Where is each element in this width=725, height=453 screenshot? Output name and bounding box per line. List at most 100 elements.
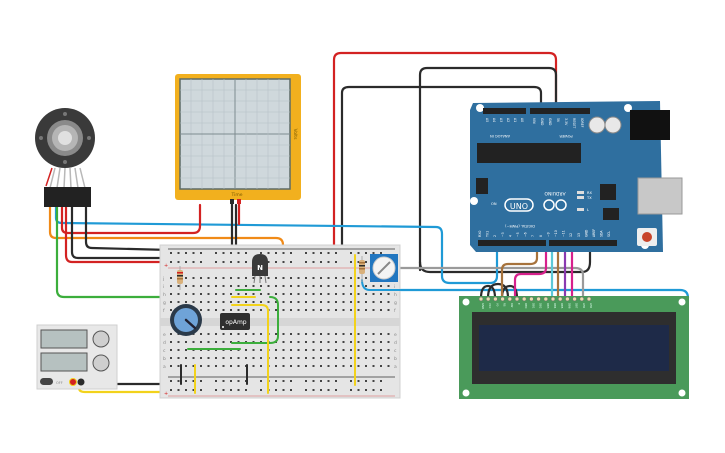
breadboard-hole[interactable] [380, 389, 382, 391]
wire-black-lcd-a[interactable] [479, 284, 497, 300]
breadboard-hole[interactable] [290, 252, 292, 254]
breadboard-hole[interactable] [357, 389, 360, 391]
breadboard-hole[interactable] [267, 261, 270, 263]
breadboard-hole[interactable] [282, 301, 285, 303]
breadboard-hole[interactable] [245, 333, 247, 335]
breadboard-hole[interactable] [327, 285, 330, 287]
npn-transistor[interactable]: N [252, 254, 268, 284]
breadboard-hole[interactable] [170, 380, 172, 382]
breadboard-hole[interactable] [342, 333, 345, 335]
breadboard-hole[interactable] [290, 277, 292, 279]
breadboard-hole[interactable] [387, 357, 390, 359]
breadboard-hole[interactable] [335, 309, 337, 311]
breadboard-hole[interactable] [335, 380, 337, 382]
breadboard-hole[interactable] [365, 365, 367, 367]
breadboard-hole[interactable] [327, 293, 330, 295]
breadboard-hole[interactable] [342, 277, 345, 279]
breadboard-hole[interactable] [192, 341, 195, 343]
wire-blue-encoder[interactable] [54, 203, 499, 285]
breadboard-hole[interactable] [207, 301, 210, 303]
breadboard-hole[interactable] [335, 341, 337, 343]
breadboard-hole[interactable] [222, 341, 225, 343]
breadboard-hole[interactable] [282, 389, 285, 391]
breadboard-hole[interactable] [185, 285, 187, 287]
breadboard-hole[interactable] [215, 365, 217, 367]
lcd-pin-v0[interactable] [493, 296, 498, 302]
breadboard-hole[interactable] [252, 301, 255, 303]
breadboard-hole[interactable] [305, 293, 307, 295]
breadboard-hole[interactable] [365, 293, 367, 295]
wire-black-encoder-a[interactable] [84, 203, 238, 252]
breadboard-hole[interactable] [170, 357, 172, 359]
wire-black-lcd-b[interactable] [486, 282, 510, 300]
breadboard-hole[interactable] [297, 357, 300, 359]
breadboard-hole[interactable] [350, 285, 352, 287]
probe-black[interactable] [230, 199, 234, 204]
breadboard-hole[interactable] [372, 252, 375, 254]
breadboard-hole[interactable] [237, 285, 240, 287]
wire-gray-pot-lcd[interactable] [396, 266, 585, 298]
breadboard-hole[interactable] [192, 301, 195, 303]
breadboard-hole[interactable] [290, 333, 292, 335]
breadboard-hole[interactable] [297, 341, 300, 343]
resistor-2[interactable] [359, 256, 365, 282]
breadboard-hole[interactable] [342, 349, 345, 351]
breadboard-hole[interactable] [230, 293, 232, 295]
breadboard-hole[interactable] [327, 333, 330, 335]
breadboard-hole[interactable] [185, 380, 187, 382]
breadboard-hole[interactable] [230, 365, 232, 367]
breadboard-hole[interactable] [312, 333, 315, 335]
breadboard-hole[interactable] [170, 309, 172, 311]
breadboard-hole[interactable] [170, 261, 172, 263]
breadboard-hole[interactable] [245, 293, 247, 295]
breadboard-hole[interactable] [275, 357, 277, 359]
breadboard-hole[interactable] [237, 301, 240, 303]
breadboard-hole[interactable] [215, 309, 217, 311]
breadboard-hole[interactable] [320, 277, 322, 279]
breadboard-hole[interactable] [275, 389, 277, 391]
breadboard-hole[interactable] [305, 341, 307, 343]
breadboard-hole[interactable] [275, 380, 277, 382]
breadboard-hole[interactable] [252, 285, 255, 287]
breadboard-hole[interactable] [222, 293, 225, 295]
breadboard-hole[interactable] [260, 365, 262, 367]
breadboard-hole[interactable] [185, 261, 187, 263]
breadboard-hole[interactable] [230, 333, 232, 335]
breadboard-hole[interactable] [380, 293, 382, 295]
breadboard-hole[interactable] [200, 252, 202, 254]
breadboard-hole[interactable] [387, 341, 390, 343]
breadboard-hole[interactable] [327, 380, 330, 382]
breadboard-hole[interactable] [185, 293, 187, 295]
breadboard-hole[interactable] [327, 261, 330, 263]
psu-terminal-negative[interactable] [77, 378, 85, 386]
breadboard-hole[interactable] [312, 309, 315, 311]
breadboard-hole[interactable] [237, 357, 240, 359]
breadboard-hole[interactable] [342, 301, 345, 303]
breadboard-hole[interactable] [297, 277, 300, 279]
breadboard-hole[interactable] [312, 261, 315, 263]
breadboard-hole[interactable] [222, 261, 225, 263]
breadboard-hole[interactable] [387, 293, 390, 295]
breadboard-hole[interactable] [282, 285, 285, 287]
breadboard-hole[interactable] [275, 252, 277, 254]
breadboard-hole[interactable] [282, 261, 285, 263]
breadboard-hole[interactable] [312, 380, 315, 382]
breadboard-hole[interactable] [222, 309, 225, 311]
breadboard-hole[interactable] [320, 341, 322, 343]
breadboard-hole[interactable] [282, 277, 285, 279]
breadboard-hole[interactable] [327, 252, 330, 254]
breadboard-hole[interactable] [380, 365, 382, 367]
breadboard-hole[interactable] [380, 309, 382, 311]
breadboard-hole[interactable] [177, 252, 180, 254]
breadboard-holes[interactable]: jjiihhggffeeddccbbaa [162, 252, 397, 391]
breadboard-hole[interactable] [230, 277, 232, 279]
breadboard-hole[interactable] [192, 277, 195, 279]
breadboard-hole[interactable] [230, 261, 232, 263]
breadboard-hole[interactable] [350, 309, 352, 311]
lcd-pin-db6[interactable] [565, 296, 570, 302]
breadboard-hole[interactable] [327, 309, 330, 311]
breadboard-hole[interactable] [335, 293, 337, 295]
breadboard-hole[interactable] [372, 301, 375, 303]
breadboard-hole[interactable] [372, 365, 375, 367]
